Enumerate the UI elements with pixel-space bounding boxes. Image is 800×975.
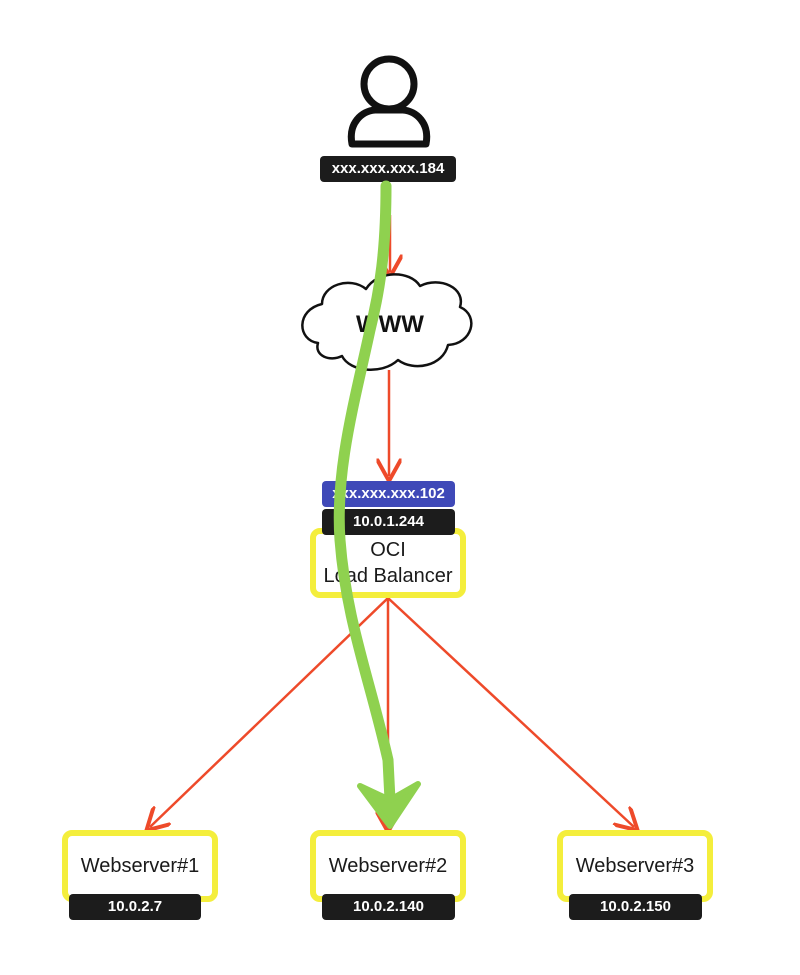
webserver-3-ip-badge: 10.0.2.150 — [569, 894, 702, 920]
user-icon — [347, 55, 431, 148]
connector-lb-to-webserver-3 — [387, 597, 634, 827]
load-balancer-public-ip-badge: xxx.xxx.xxx.102 — [322, 481, 455, 507]
webserver-3-name: Webserver#3 — [575, 855, 695, 877]
webserver-1-ip-badge: 10.0.2.7 — [69, 894, 201, 920]
webserver-2-node[interactable]: Webserver#2 — [310, 830, 466, 902]
webserver-2-name: Webserver#2 — [328, 855, 448, 877]
connector-lb-to-webserver-1 — [150, 597, 389, 827]
webserver-3-node[interactable]: Webserver#3 — [557, 830, 713, 902]
user-ip-badge: xxx.xxx.xxx.184 — [320, 156, 456, 182]
load-balancer-private-ip-badge: 10.0.1.244 — [322, 509, 455, 535]
load-balancer-node[interactable]: OCI Load Balancer — [310, 528, 466, 598]
webserver-1-node[interactable]: Webserver#1 — [62, 830, 218, 902]
www-label: WWW — [356, 311, 424, 338]
webserver-1-name: Webserver#1 — [80, 855, 200, 877]
load-balancer-line2: Load Balancer — [323, 565, 453, 587]
webserver-2-ip-badge: 10.0.2.140 — [322, 894, 455, 920]
load-balancer-line1: OCI — [370, 539, 406, 561]
